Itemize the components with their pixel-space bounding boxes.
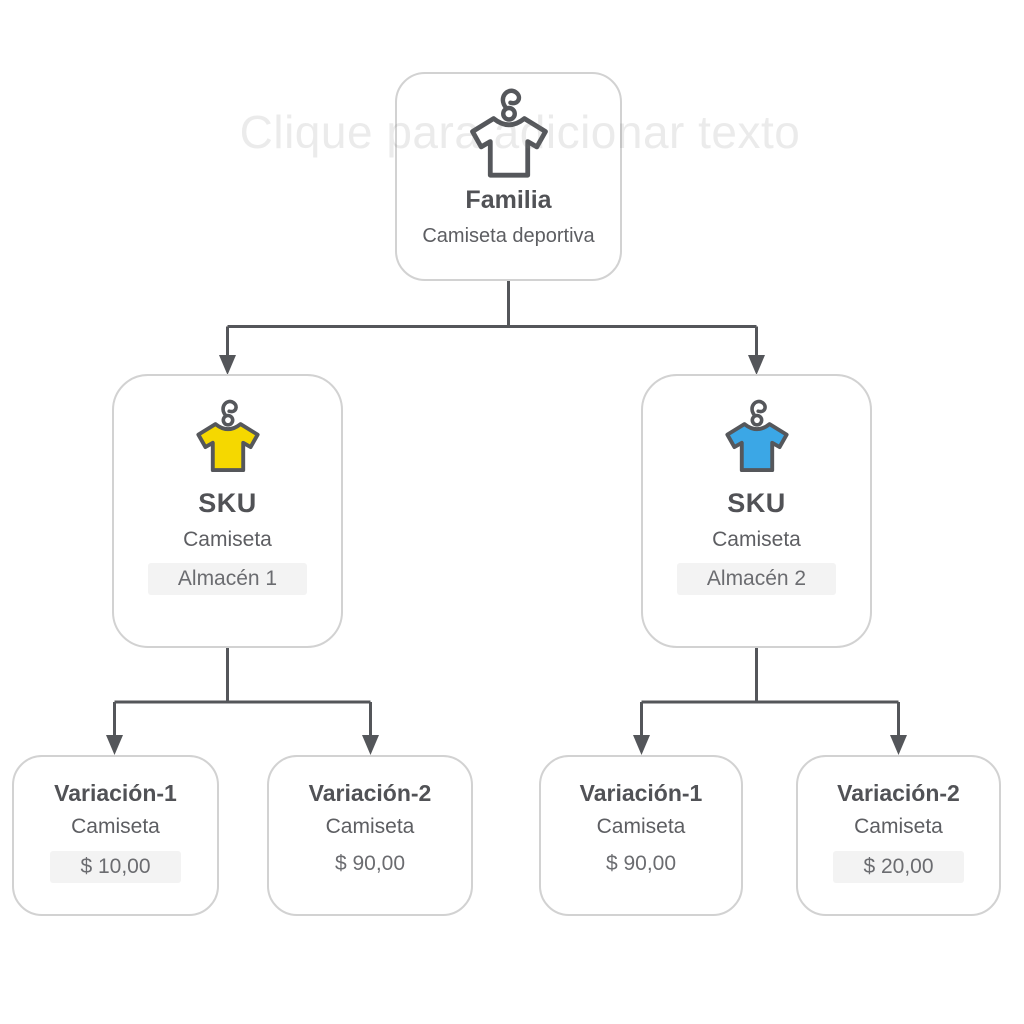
node-variation-4: Variación-2 Camiseta $ 20,00 xyxy=(796,755,1001,916)
node-price: $ 10,00 xyxy=(50,850,181,883)
node-subtitle: Camiseta xyxy=(712,528,801,552)
hanger-hook xyxy=(500,88,521,111)
node-location: Almacén 2 xyxy=(676,563,837,596)
node-subtitle: Camiseta xyxy=(71,815,160,839)
node-sku-1: SKU Camiseta Almacén 1 xyxy=(112,374,343,648)
node-subtitle: Camiseta xyxy=(596,815,686,839)
node-title: SKU xyxy=(727,488,786,518)
node-title: SKU xyxy=(198,488,257,518)
hanger-ring xyxy=(750,413,763,427)
node-location: Almacén 1 xyxy=(147,563,308,596)
tshirt-hanger-icon xyxy=(469,88,548,178)
tshirt-hanger-icon xyxy=(724,399,789,473)
node-variation-2: Variación-2 Camiseta $ 90,00 xyxy=(267,755,473,916)
node-variation-3: Variación-1 Camiseta $ 90,00 xyxy=(539,755,743,916)
node-subtitle: Camiseta xyxy=(325,815,415,839)
node-title: Variación-1 xyxy=(54,780,177,806)
node-price: $ 20,00 xyxy=(833,850,964,883)
arrowheads xyxy=(106,355,907,755)
node-price: $ 90,00 xyxy=(605,851,677,875)
node-sku-2: SKU Camiseta Almacén 2 xyxy=(641,374,872,648)
node-title: Variación-2 xyxy=(837,780,960,806)
hanger-hook xyxy=(749,399,767,418)
node-familia: Familia Camiseta deportiva xyxy=(395,72,622,281)
hanger-ring xyxy=(500,105,517,122)
hanger-ring xyxy=(221,413,234,427)
node-price: $ 90,00 xyxy=(334,851,406,875)
hanger-hook xyxy=(220,399,238,418)
node-subtitle: Camiseta xyxy=(854,815,943,839)
node-subtitle: Camiseta xyxy=(183,528,272,552)
node-title: Variación-2 xyxy=(308,780,432,806)
tshirt-hanger-icon xyxy=(195,399,260,473)
node-title: Familia xyxy=(465,186,552,214)
connector-paths xyxy=(113,281,900,738)
node-subtitle: Camiseta deportiva xyxy=(422,224,595,247)
node-title: Variación-1 xyxy=(579,780,703,806)
node-variation-1: Variación-1 Camiseta $ 10,00 xyxy=(12,755,219,916)
